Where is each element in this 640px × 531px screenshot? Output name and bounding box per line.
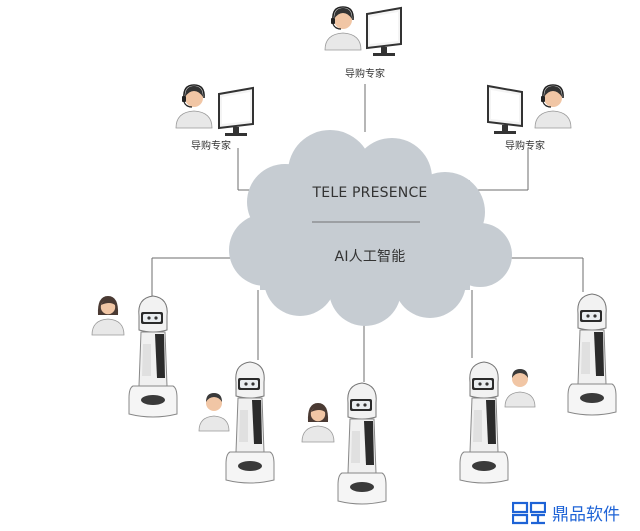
robot-icon — [459, 361, 509, 484]
watermark: 鼎品软件 — [512, 500, 620, 525]
customer-female-icon — [301, 402, 335, 443]
robot-icon — [128, 295, 178, 418]
monitor-icon — [366, 7, 402, 57]
expert-label-left: 导购专家 — [191, 141, 231, 152]
monitor-icon — [218, 87, 254, 137]
watermark-text: 鼎品软件 — [552, 505, 620, 525]
expert-label-top: 导购专家 — [345, 69, 385, 80]
connection-lines — [151, 84, 584, 382]
operator-icon — [534, 84, 572, 129]
cloud-title: TELE PRESENCE — [312, 185, 428, 201]
operator-icon — [175, 84, 213, 129]
operator-icon — [324, 6, 362, 51]
cloud-subtitle: AI人工智能 — [334, 249, 406, 265]
monitor-icon — [487, 85, 523, 135]
expert-left — [175, 84, 254, 137]
logo-icon — [512, 501, 546, 524]
expert-right — [487, 84, 572, 135]
expert-top — [324, 6, 402, 57]
robot-icon — [567, 293, 617, 416]
cloud — [229, 130, 512, 326]
customer-male-icon — [198, 392, 230, 432]
expert-label-right: 导购专家 — [505, 141, 545, 152]
customer-female-icon — [91, 295, 125, 336]
robot-icon — [337, 382, 387, 505]
customer-male-icon — [504, 368, 536, 408]
robot-icon — [225, 361, 275, 484]
